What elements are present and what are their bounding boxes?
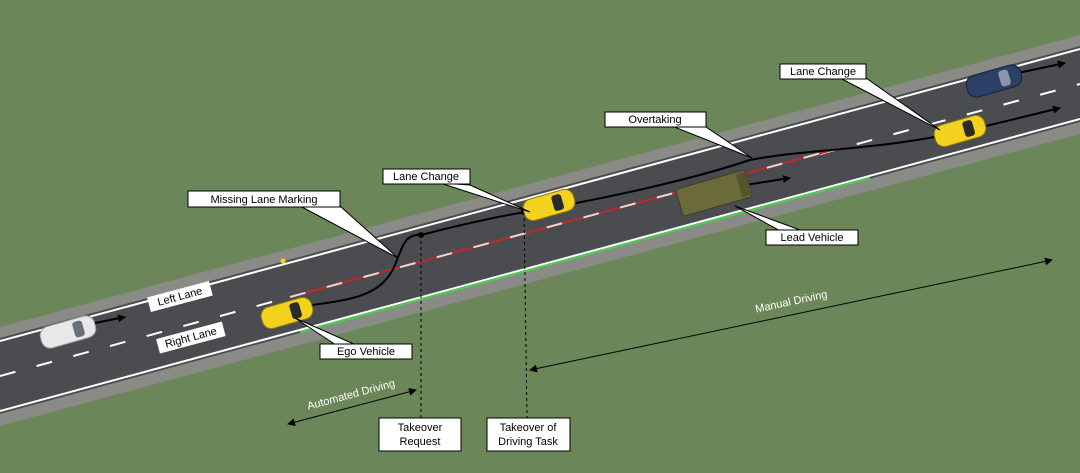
takeover-request-line2: Request: [400, 436, 441, 448]
lane-change-1-box: [382, 168, 471, 185]
ego-vehicle-windshield: [289, 302, 302, 319]
lane-change-1-label: Lane Change: [393, 171, 459, 183]
ego-vehicle-final: [933, 114, 987, 148]
blue-car-trajectory: [1017, 60, 1066, 74]
takeover-task-line1: Takeover of: [500, 422, 558, 434]
missing-marking-box: [187, 190, 341, 208]
automated-driving-arrow: [287, 387, 417, 427]
lane-center-dashes: [0, 296, 291, 377]
takeover-request-box: [378, 417, 462, 452]
white-car-trajectory: [94, 314, 126, 324]
blue-car: [965, 64, 1023, 98]
takeover-request-line1: Takeover: [398, 422, 443, 434]
overtaking-label: Overtaking: [628, 114, 681, 126]
ego-vehicle-windshield-3: [962, 120, 975, 137]
ego-vehicle-body: [260, 296, 314, 330]
ego-vehicle-label: Ego Vehicle: [337, 346, 395, 358]
lead-vehicle-trajectory: [744, 175, 791, 186]
road-marker-dot: [280, 258, 286, 264]
takeover-task-line: [523, 211, 528, 419]
blue-car-windshield: [998, 69, 1011, 87]
ego-vehicle-box: [319, 343, 413, 360]
white-car-windshield: [72, 320, 85, 338]
ego-vehicle-windshield-2: [551, 194, 564, 211]
right-lane-guide: [299, 177, 871, 333]
white-car: [39, 315, 97, 349]
lane-center-dashes-far: [819, 83, 1080, 155]
overtaking-box: [604, 111, 707, 128]
ego-vehicle-body-3: [933, 114, 987, 148]
right-lane-tag-box: [156, 321, 226, 354]
lead-vehicle-cab: [736, 172, 752, 197]
lane-change-2-label: Lane Change: [790, 66, 856, 78]
ego-vehicle-lane-change: [522, 188, 576, 222]
manual-driving-arrow: [529, 257, 1053, 373]
missing-marking-label: Missing Lane Marking: [211, 194, 318, 206]
left-lane-tag-box: [147, 280, 213, 313]
ego-vehicle-body-2: [522, 188, 576, 222]
lead-vehicle-label: Lead Vehicle: [781, 232, 844, 244]
takeover-task-box: [486, 417, 571, 452]
lead-vehicle-truck: [675, 169, 753, 217]
takeover-task-line2: Driving Task: [498, 436, 558, 448]
lane-change-2-box: [779, 63, 867, 80]
road-shoulder-top: [0, 35, 1080, 338]
left-lane-guide: [289, 147, 841, 298]
ego-vehicle-car: [260, 296, 314, 330]
lead-vehicle-box: [765, 229, 859, 246]
